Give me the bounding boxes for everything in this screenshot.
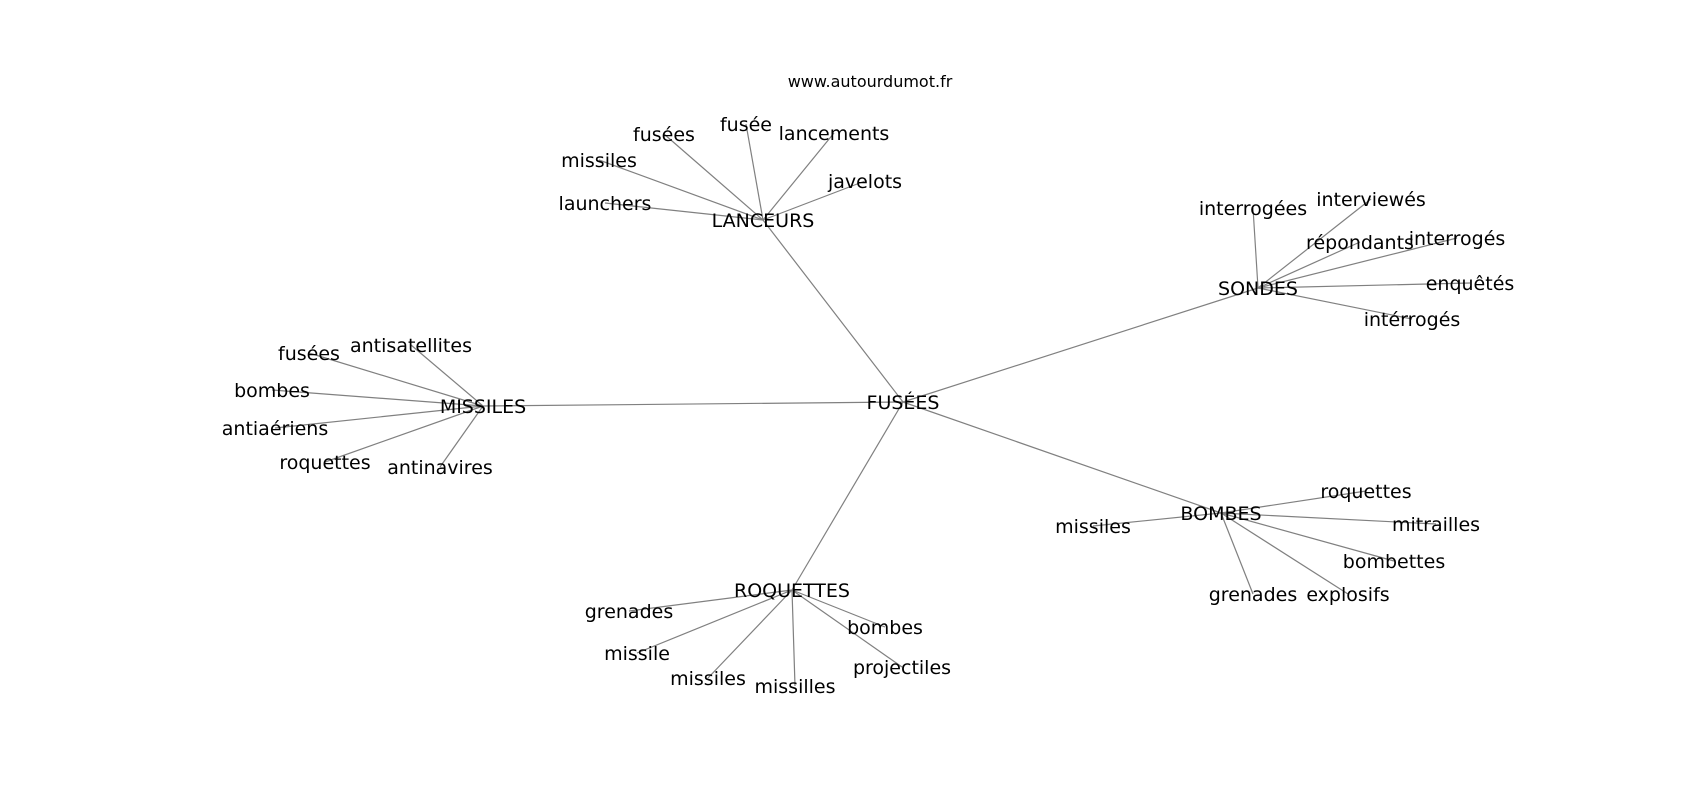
edge-center-bombes [902, 401, 1222, 514]
leaf-node-label: antiaériens [222, 418, 328, 440]
edge-sondes-leaf [1257, 198, 1372, 289]
edge-lanceurs-leaf [762, 180, 866, 221]
edge-bombes-leaf [1220, 512, 1437, 525]
leaf-node-label: missile [604, 643, 670, 665]
edge-bombes-leaf [1092, 512, 1222, 527]
graph-labels: FUSÉES LANCEURS fusées fusée lancements missi… [222, 114, 1515, 698]
site-label: www.autourdumot.fr [788, 72, 953, 91]
leaf-node-label: javelots [827, 171, 902, 193]
leaf-node-label: fusée [720, 114, 772, 136]
edge-roquettes-leaf [791, 589, 903, 668]
edge-roquettes-leaf [636, 589, 793, 654]
edge-missiles-leaf [439, 405, 484, 468]
leaf-node-label: bombes [847, 617, 923, 639]
leaf-node-label: antisatellites [350, 335, 472, 357]
edge-sondes-leaf [1257, 237, 1458, 289]
leaf-node-label: bombettes [1343, 551, 1445, 573]
leaf-node-label: explosifs [1306, 584, 1389, 606]
edge-missiles-leaf [271, 389, 484, 407]
edge-lanceurs-leaf [745, 123, 764, 221]
edge-roquettes-leaf [791, 589, 796, 687]
edge-bombes-leaf [1220, 512, 1349, 595]
leaf-node-label: antinavires [387, 457, 493, 479]
edge-center-sondes [902, 287, 1259, 403]
leaf-node-label: intérrogés [1364, 309, 1461, 331]
edge-roquettes-leaf [707, 589, 793, 679]
leaf-node-label: fusées [633, 124, 695, 146]
leaf-node-label: roquettes [1320, 481, 1411, 503]
hub-node-label-roquettes: ROQUETTES [734, 580, 850, 602]
hub-node-label-sondes: SONDES [1218, 278, 1298, 300]
edge-bombes-leaf [1220, 490, 1367, 514]
edge-roquettes-leaf [628, 589, 793, 612]
graph-edges [271, 123, 1471, 687]
edge-lanceurs-leaf [598, 159, 764, 221]
leaf-node-label: bombes [234, 380, 310, 402]
edge-lanceurs-leaf [604, 202, 764, 221]
edge-lanceurs-leaf [663, 133, 764, 221]
leaf-node-label: launchers [559, 193, 652, 215]
edge-missiles-leaf [324, 405, 484, 463]
edge-center-roquettes [791, 401, 904, 591]
leaf-node-label: roquettes [279, 452, 370, 474]
leaf-node-label: mitrailles [1392, 514, 1480, 536]
leaf-node-label: missiles [1055, 516, 1131, 538]
leaf-node-label: interviewés [1316, 189, 1426, 211]
edge-lanceurs-leaf [762, 132, 835, 221]
leaf-node-label: répondants [1306, 232, 1414, 254]
leaf-node-label: enquêtés [1426, 273, 1515, 295]
leaf-node-label: missiles [670, 668, 746, 690]
edge-sondes-leaf [1252, 207, 1259, 289]
leaf-node-label: missiles [561, 150, 637, 172]
edge-missiles-leaf [410, 344, 484, 407]
hub-node-label-bombes: BOMBES [1180, 503, 1261, 525]
leaf-node-label: lancements [779, 123, 890, 145]
leaf-node-label: projectiles [853, 657, 951, 679]
center-node-label: FUSÉES [867, 391, 940, 414]
leaf-node-label: grenades [1209, 584, 1297, 606]
leaf-node-label: fusées [278, 343, 340, 365]
edge-missiles-leaf [274, 405, 484, 429]
edge-missiles-leaf [308, 352, 484, 407]
leaf-node-label: interrogées [1199, 198, 1307, 220]
leaf-node-label: grenades [585, 601, 673, 623]
edge-center-missiles [482, 401, 904, 407]
hub-node-label-lanceurs: LANCEURS [712, 210, 815, 232]
edge-center-lanceurs [762, 219, 904, 403]
edge-sondes-leaf [1257, 287, 1413, 320]
edge-bombes-leaf [1220, 512, 1254, 595]
leaf-node-label: interrogés [1409, 228, 1506, 250]
edge-bombes-leaf [1220, 512, 1395, 562]
edge-sondes-leaf [1257, 282, 1471, 289]
leaf-node-label: missilles [754, 676, 835, 698]
hub-node-label-missiles: MISSILES [440, 396, 526, 418]
edge-roquettes-leaf [791, 589, 886, 628]
edge-sondes-leaf [1257, 241, 1361, 289]
